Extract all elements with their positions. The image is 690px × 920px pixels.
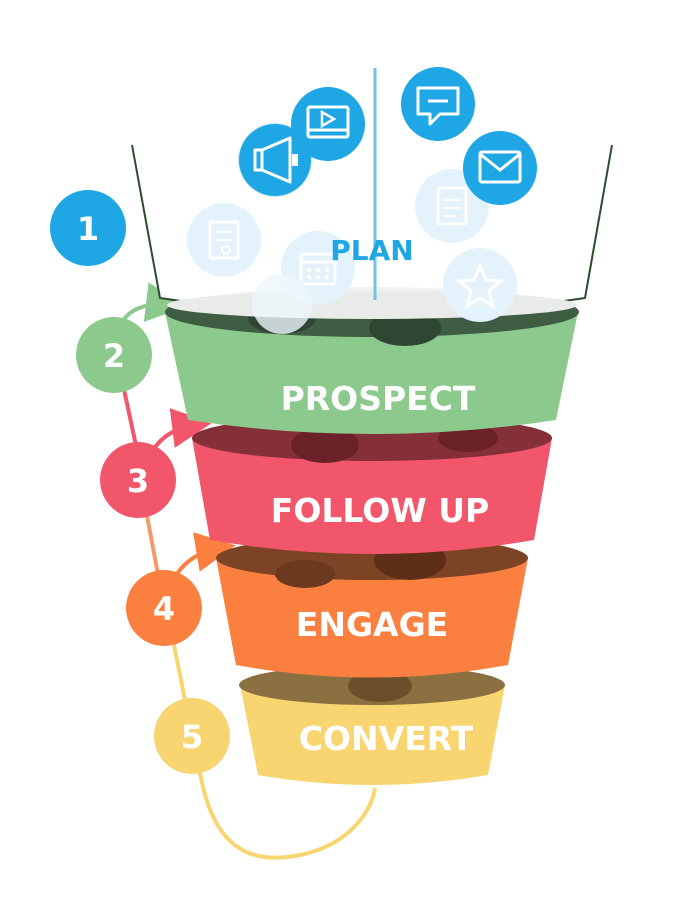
star-badge-icon: [443, 248, 517, 322]
document-icon: [187, 203, 261, 277]
stage-numbers: 1 2 3 4 5: [50, 190, 230, 774]
stage-number-1-text: 1: [77, 210, 99, 248]
stage-number-2-text: 2: [103, 337, 125, 375]
envelope-icon: [463, 131, 537, 205]
stage-number-1: 1: [50, 190, 126, 266]
stage-number-5: 5: [154, 698, 230, 774]
folder-icon: [252, 274, 312, 334]
stage-number-4: 4: [126, 570, 202, 646]
stage-number-2: 2: [76, 317, 152, 393]
stage-number-3: 3: [100, 442, 176, 518]
funnel-segment-plan: [131, 68, 613, 319]
funnel-segment-engage: [216, 536, 528, 678]
stage-number-5-text: 5: [181, 718, 203, 756]
stage-label-follow-up: FOLLOW UP: [271, 491, 489, 530]
stage-labels: PLAN PROSPECT FOLLOW UP ENGAGE CONVERT: [271, 234, 489, 758]
funnel-segment-convert: [239, 665, 505, 785]
chat-bubble-icon: [401, 67, 475, 141]
video-play-icon: [291, 87, 365, 161]
megaphone-icon: [239, 124, 311, 196]
top-icons: [239, 67, 537, 205]
stage-number-3-text: 3: [127, 462, 149, 500]
stage-label-prospect: PROSPECT: [281, 379, 476, 418]
stage-label-engage: ENGAGE: [296, 605, 448, 644]
stage-number-4-text: 4: [153, 590, 175, 628]
connector-5-return: [196, 759, 377, 860]
funnel-segment-follow-up: [192, 415, 552, 554]
stage-label-plan: PLAN: [330, 234, 413, 267]
stage-label-convert: CONVERT: [299, 719, 474, 758]
